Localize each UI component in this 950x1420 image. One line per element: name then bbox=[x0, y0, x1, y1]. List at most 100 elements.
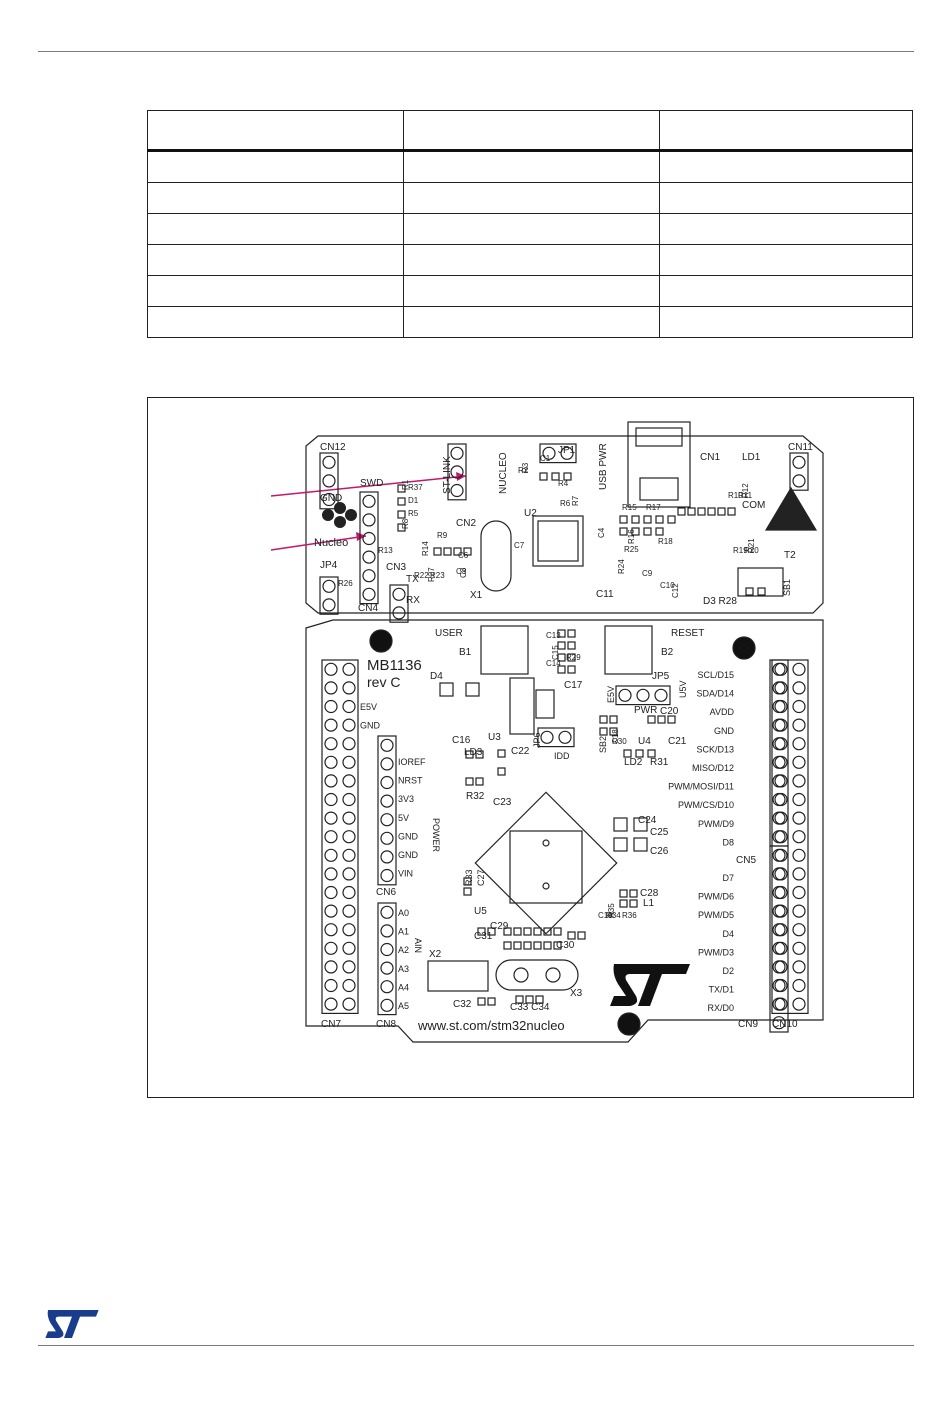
chip-u2-die bbox=[537, 520, 579, 562]
chip-u3-side bbox=[535, 689, 555, 719]
label-cn8-pin: A5 bbox=[398, 1001, 409, 1011]
header-pin bbox=[380, 738, 394, 752]
header-pin bbox=[774, 755, 788, 769]
header-pin bbox=[542, 446, 556, 460]
label-jp5: JP5 bbox=[652, 671, 670, 682]
label-cn7-pin: GND bbox=[360, 721, 381, 731]
component-pad bbox=[465, 750, 474, 759]
label-component: R20 bbox=[744, 546, 759, 555]
header-pin bbox=[792, 774, 806, 788]
component-pad bbox=[397, 497, 406, 506]
header-pin bbox=[322, 598, 336, 612]
nucleo-logo-icon bbox=[322, 502, 357, 528]
header-pin bbox=[792, 904, 806, 918]
label-c20: C20 bbox=[660, 706, 679, 717]
label-component: C6 bbox=[458, 551, 469, 560]
capacitor-pad bbox=[633, 837, 648, 852]
label-cn12: CN12 bbox=[320, 442, 346, 453]
component-pad bbox=[513, 941, 522, 950]
transistor-t2 bbox=[737, 567, 784, 597]
label-cn9-pin: D2 bbox=[722, 966, 734, 976]
header-pin bbox=[380, 831, 394, 845]
header-pin bbox=[792, 792, 806, 807]
header-cn12 bbox=[319, 452, 339, 510]
header-pin bbox=[324, 699, 338, 714]
component-pads bbox=[397, 472, 766, 1006]
label-c16: C16 bbox=[452, 735, 471, 746]
component-pad bbox=[533, 941, 542, 950]
label-c22: C22 bbox=[511, 746, 530, 757]
label-cn8-pin: A2 bbox=[398, 945, 409, 955]
label-c29: C29 bbox=[490, 921, 509, 932]
header-pin bbox=[618, 688, 632, 702]
capacitor-pad bbox=[613, 817, 628, 832]
header-pin bbox=[636, 688, 650, 702]
label-cn8-pin: A4 bbox=[398, 982, 409, 992]
header-pin bbox=[362, 494, 376, 508]
label-power: POWER bbox=[431, 818, 441, 853]
label-component: R36 bbox=[622, 911, 637, 920]
label-component: R7 bbox=[571, 495, 580, 506]
spec-table bbox=[147, 110, 913, 338]
label-cn1: CN1 bbox=[700, 452, 720, 463]
label-cn8: CN8 bbox=[376, 1019, 396, 1030]
label-component: R9 bbox=[437, 531, 448, 540]
component-pad bbox=[599, 715, 608, 724]
label-x2: X2 bbox=[429, 949, 442, 960]
header-cn3 bbox=[389, 584, 409, 623]
header-pin bbox=[362, 569, 376, 583]
label-reset: RESET bbox=[671, 628, 704, 639]
label-component: R21 bbox=[747, 538, 756, 553]
label-cn6-pin: 5V bbox=[398, 813, 409, 823]
label-cn6: CN6 bbox=[376, 887, 396, 898]
header-pin bbox=[322, 455, 336, 469]
label-cn9-pin: PWM/D5 bbox=[698, 910, 734, 920]
label-jp4: JP4 bbox=[320, 560, 338, 571]
usb-connector bbox=[627, 421, 691, 508]
header-pin bbox=[540, 730, 554, 744]
header-pin bbox=[558, 730, 572, 744]
component-pad bbox=[523, 941, 532, 950]
header-pin bbox=[380, 924, 394, 938]
header-pin bbox=[792, 474, 806, 488]
header-pin bbox=[324, 923, 338, 937]
label-cn4: CN4 bbox=[358, 603, 378, 614]
usb-connector-inner bbox=[635, 427, 683, 447]
label-website: www.st.com/stm32nucleo bbox=[417, 1018, 565, 1033]
label-model: MB1136 bbox=[367, 657, 422, 674]
header-pin bbox=[774, 867, 788, 881]
header-rule bbox=[38, 51, 914, 52]
label-c26: C26 bbox=[650, 846, 669, 857]
header-pin bbox=[324, 904, 338, 918]
user-button-b1[interactable] bbox=[480, 625, 529, 675]
table-cell bbox=[147, 150, 404, 183]
capacitor-pad bbox=[439, 682, 454, 697]
header-cn7 bbox=[321, 659, 359, 1014]
header-pin bbox=[774, 885, 788, 900]
component-pad bbox=[727, 507, 736, 516]
label-component: R22 bbox=[414, 571, 429, 580]
reset-button-b2[interactable] bbox=[604, 625, 653, 675]
label-component: R18 bbox=[658, 537, 673, 546]
label-cn9-pin: PWM/D3 bbox=[698, 947, 734, 957]
capacitor-pad bbox=[633, 817, 648, 832]
chip-u5-dot bbox=[542, 882, 550, 890]
label-component: C14 bbox=[546, 659, 561, 668]
header-pin bbox=[380, 942, 394, 957]
label-jp5-e5v: E5V bbox=[606, 686, 616, 703]
component-pad bbox=[503, 927, 512, 936]
st-logo-icon bbox=[45, 1310, 99, 1338]
label-component: R25 bbox=[624, 545, 639, 554]
label-u5: U5 bbox=[474, 906, 487, 917]
header-pin bbox=[324, 792, 338, 807]
label-cn11: CN11 bbox=[788, 442, 813, 453]
component-pad bbox=[745, 587, 754, 596]
label-sb1: SB1 bbox=[782, 579, 792, 596]
label-c21: C21 bbox=[668, 736, 687, 747]
label-ld3: LD3 bbox=[464, 747, 483, 758]
label-component: C18 bbox=[611, 729, 620, 744]
header-pin bbox=[342, 867, 356, 881]
label-component: R17 bbox=[646, 503, 661, 512]
component-pad bbox=[629, 899, 638, 908]
component-pad bbox=[717, 507, 726, 516]
